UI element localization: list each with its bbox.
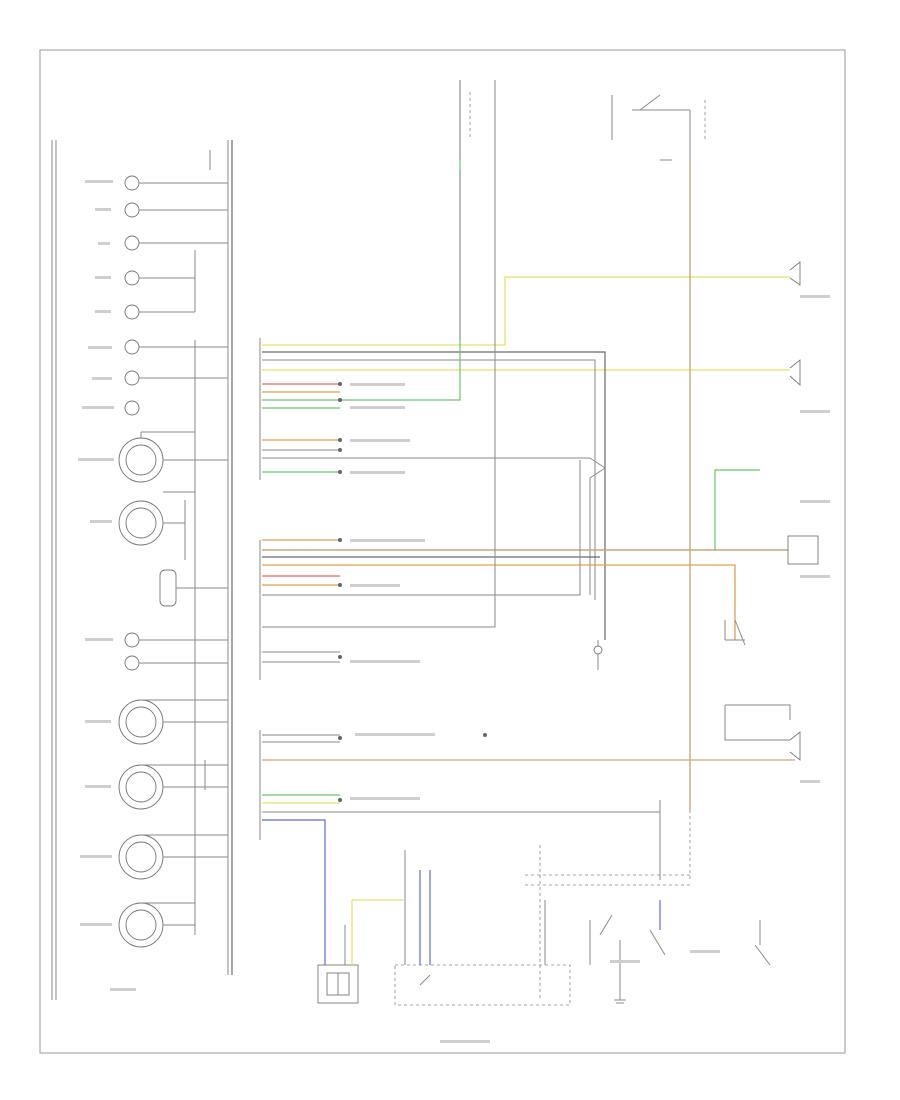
wire-harness bbox=[262, 80, 795, 965]
control-module bbox=[394, 800, 771, 1006]
diagram-border bbox=[39, 49, 846, 1054]
connector-icon bbox=[338, 382, 487, 802]
sensor-components bbox=[593, 261, 819, 761]
switch-icon bbox=[611, 94, 706, 160]
gauge-icon bbox=[118, 431, 228, 948]
fuse-icon bbox=[459, 80, 496, 340]
ground-icon bbox=[614, 159, 672, 1004]
data-link-connector bbox=[317, 899, 405, 1004]
cluster-module bbox=[159, 569, 177, 607]
illegible-labels bbox=[78, 180, 830, 1043]
instrument-cluster bbox=[51, 140, 233, 1000]
indicator-lamp-icon bbox=[124, 175, 228, 671]
